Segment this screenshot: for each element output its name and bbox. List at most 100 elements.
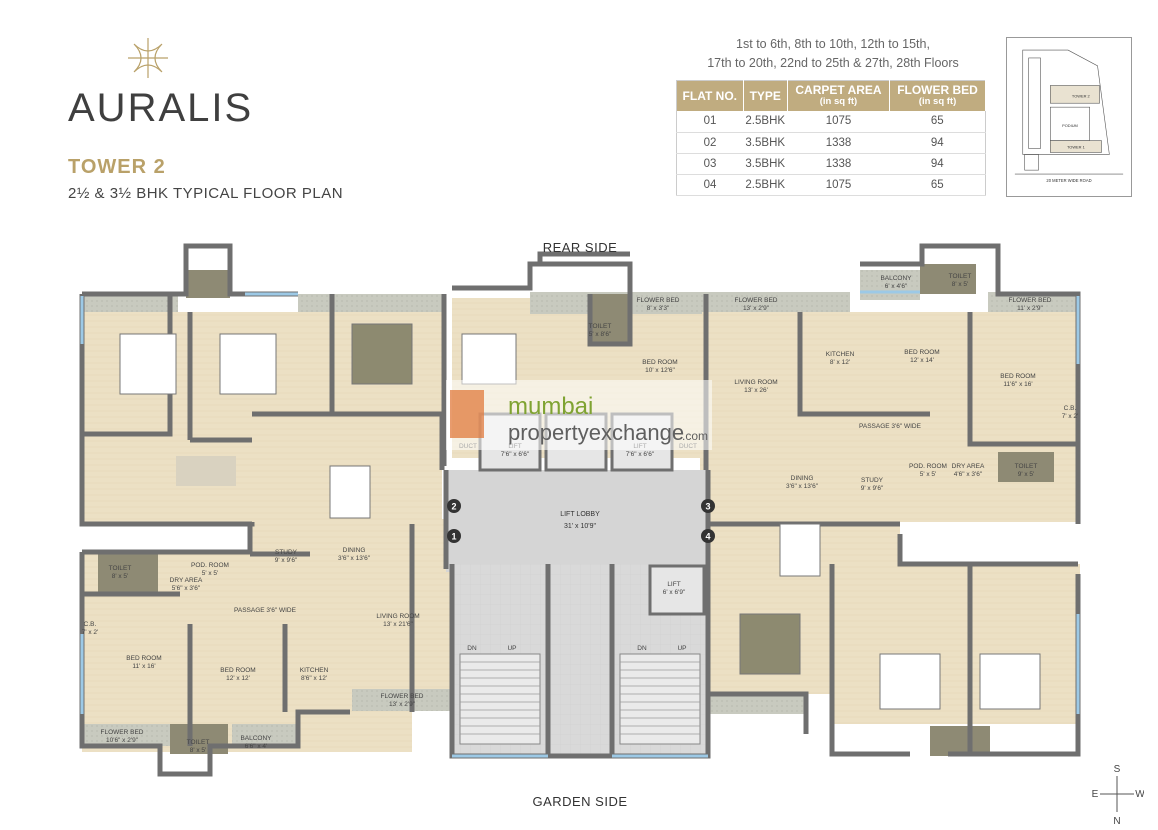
room-size: 11' x 2'9" bbox=[1017, 305, 1043, 312]
cell-flat: 02 bbox=[676, 132, 744, 154]
cell-flower: 65 bbox=[889, 174, 986, 196]
windows bbox=[80, 290, 1080, 758]
flat-number-badge bbox=[447, 499, 461, 513]
cell-type: 3.5BHK bbox=[743, 132, 788, 154]
cell-flower: 94 bbox=[889, 153, 986, 175]
room-label-toilet: TOILET bbox=[1015, 463, 1038, 470]
rear-side-label: REAR SIDE bbox=[543, 240, 618, 255]
floors-line-1: 1st to 6th, 8th to 10th, 12th to 15th, bbox=[736, 37, 930, 51]
room-size: 6' x 6'9" bbox=[663, 589, 686, 596]
lift-lobby-floor bbox=[446, 470, 708, 572]
flat-number-badge bbox=[701, 499, 715, 513]
cell-carpet: 1075 bbox=[787, 174, 890, 196]
room-size: 8' x 5' bbox=[952, 281, 969, 288]
svg-text:S: S bbox=[1114, 764, 1121, 775]
room-size: 9' x 5' bbox=[1018, 471, 1035, 478]
room-label-cb: C.B. bbox=[84, 621, 97, 628]
stair-dn-label: DN bbox=[467, 645, 477, 652]
room-label-cb: C.B. bbox=[1064, 405, 1077, 412]
flat-number: 3 bbox=[705, 502, 710, 512]
room-label-bed-room: BED ROOM bbox=[642, 359, 677, 366]
room-size: 8' x 5' bbox=[190, 747, 207, 754]
walls bbox=[79, 243, 1081, 777]
cell-flat: 01 bbox=[676, 111, 744, 133]
room-label-flower-bed: FLOWER BED bbox=[1009, 297, 1052, 304]
room-label-flower-bed: FLOWER BED bbox=[101, 729, 144, 736]
room-label-study: STUDY bbox=[861, 477, 884, 484]
svg-text:E: E bbox=[1092, 789, 1099, 800]
cell-type: 2.5BHK bbox=[743, 174, 788, 196]
auralis-logo-icon bbox=[128, 38, 168, 78]
key-plan: TOWER 2 PODIUM TOWER 1 20 METER WIDE ROA… bbox=[1006, 37, 1132, 197]
flower-beds bbox=[82, 270, 1078, 746]
room-label-dining: DINING bbox=[791, 475, 814, 482]
room-label-bed-room: BED ROOM bbox=[1000, 373, 1035, 380]
watermark-tld: .com bbox=[682, 429, 708, 443]
room-size: 9' x 9'6" bbox=[275, 557, 298, 564]
furniture bbox=[119, 323, 1041, 710]
room-label-bed-room: BED ROOM bbox=[126, 655, 161, 662]
stair-dn-label: DN bbox=[637, 645, 647, 652]
stair-up-label: UP bbox=[677, 645, 686, 652]
room-size: 11' x 16' bbox=[132, 663, 155, 670]
cell-flat: 04 bbox=[676, 174, 744, 196]
room-size: 8' x 12' bbox=[830, 359, 850, 366]
room-size: 12' x 12' bbox=[226, 675, 250, 682]
room-size: 12' x 14' bbox=[910, 357, 934, 364]
keyplan-tower2: TOWER 2 bbox=[1072, 93, 1090, 98]
toilet-fills bbox=[98, 264, 1054, 756]
room-label-dry-area: DRY AREA bbox=[952, 463, 985, 470]
room-size: 8' x 3'3" bbox=[647, 305, 670, 312]
room-size: 13' x 2'9" bbox=[389, 701, 416, 708]
keyplan-road: 20 METER WIDE ROAD bbox=[1046, 178, 1091, 183]
col-flower-bed: FLOWER BED(in sq ft) bbox=[889, 80, 986, 111]
flat-number: 2 bbox=[451, 502, 456, 512]
cell-flat: 03 bbox=[676, 153, 744, 175]
lift-lobby-label: LIFT LOBBY bbox=[560, 511, 600, 518]
room-size: 6'6" x 4' bbox=[245, 743, 268, 750]
cell-flower: 65 bbox=[889, 111, 986, 133]
room-label-kitchen: KITCHEN bbox=[826, 351, 855, 358]
col-flat-no: FLAT NO. bbox=[676, 80, 744, 111]
room-label-pod-room: POD. ROOM bbox=[191, 562, 229, 569]
unit-area-table: FLAT NO. TYPE CARPET AREA(in sq ft) FLOW… bbox=[676, 80, 986, 196]
room-size: 4'6" x 3'6" bbox=[954, 471, 983, 478]
room-label-living-room: LIVING ROOM bbox=[734, 379, 777, 386]
room-label-flower-bed: FLOWER BED bbox=[735, 297, 778, 304]
cell-type: 2.5BHK bbox=[743, 111, 788, 133]
room-size: 7'6" x 6'6" bbox=[501, 451, 530, 458]
svg-text:W: W bbox=[1135, 789, 1144, 800]
room-size: 10'6" x 2'9" bbox=[106, 737, 139, 744]
watermark: mumbai propertyexchange .com bbox=[446, 380, 712, 450]
room-label-balcony: BALCONY bbox=[240, 735, 272, 742]
room-size: 13' x 26' bbox=[744, 387, 768, 394]
brand-name: AURALIS bbox=[68, 86, 254, 130]
plan-type: 2½ & 3½ BHK TYPICAL FLOOR PLAN bbox=[68, 185, 344, 202]
lift-lobby-size: 31' x 10'9" bbox=[564, 523, 597, 530]
floor-fills bbox=[82, 298, 1080, 756]
room-size: 3'6" x 13'6" bbox=[786, 483, 819, 490]
room-size: 9' x 9'6" bbox=[861, 485, 884, 492]
room-size: 10' x 12'6" bbox=[645, 367, 675, 374]
svg-text:N: N bbox=[1113, 816, 1120, 826]
room-label-flower-bed: FLOWER BED bbox=[381, 693, 424, 700]
room-size: 3'6" x 13'6" bbox=[338, 555, 371, 562]
col-type: TYPE bbox=[743, 80, 788, 111]
floors-line-2: 17th to 20th, 22nd to 25th & 27th, 28th … bbox=[707, 56, 959, 70]
room-size: 5' x 5' bbox=[920, 471, 937, 478]
watermark-line-2: propertyexchange bbox=[508, 420, 684, 445]
room-size: 6' x 4'6" bbox=[885, 283, 908, 290]
room-size: 7'6" x 6'6" bbox=[626, 451, 655, 458]
room-size: 8'6" x 12' bbox=[301, 675, 327, 682]
flat-number-badge bbox=[447, 529, 461, 543]
flat-number: 4 bbox=[705, 532, 710, 542]
room-label-toilet: TOILET bbox=[187, 739, 210, 746]
keyplan-podium: PODIUM bbox=[1062, 123, 1078, 128]
cell-carpet: 1338 bbox=[787, 132, 890, 154]
cell-carpet: 1075 bbox=[787, 111, 890, 133]
room-label-toilet: TOILET bbox=[109, 565, 132, 572]
